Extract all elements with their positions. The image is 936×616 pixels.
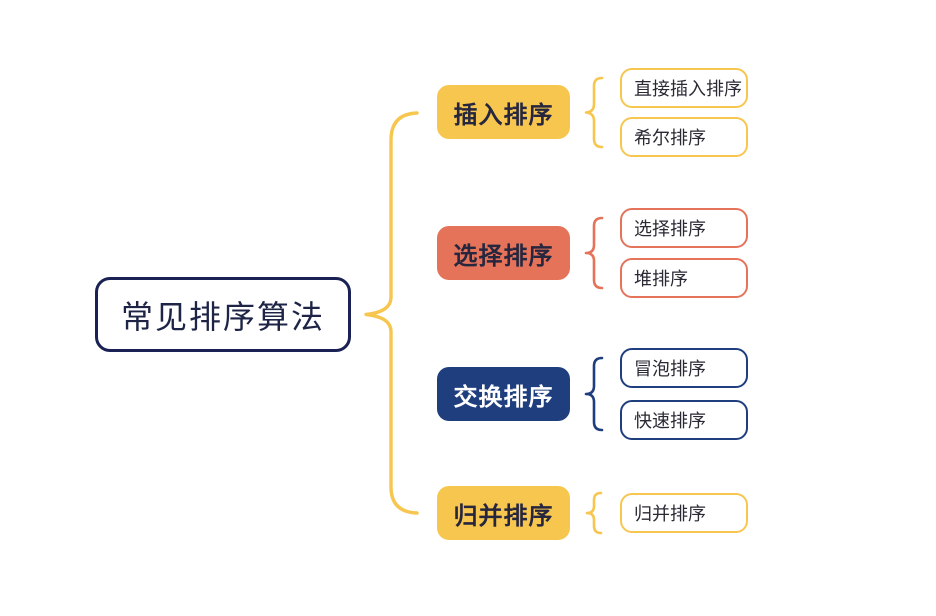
branch-label: 插入排序 — [453, 101, 554, 129]
leaf-node-bubble-sort[interactable]: 冒泡排序 — [620, 348, 748, 388]
leaf-label: 归并排序 — [634, 504, 706, 524]
branch-label: 归并排序 — [453, 502, 554, 530]
leaf-label: 快速排序 — [634, 411, 706, 431]
branch-label: 选择排序 — [453, 242, 554, 270]
branch-brace-selection-sort — [584, 216, 604, 290]
leaf-label: 希尔排序 — [634, 128, 706, 148]
leaf-label: 冒泡排序 — [634, 359, 706, 379]
root-node-common-sorting-algorithms[interactable]: 常见排序算法 — [95, 277, 351, 352]
branch-brace-exchange-sort — [584, 356, 604, 432]
leaf-node-merge-sort[interactable]: 归并排序 — [620, 493, 748, 533]
branch-node-selection-sort[interactable]: 选择排序 — [437, 226, 570, 280]
root-label: 常见排序算法 — [120, 298, 325, 335]
leaf-node-quick-sort[interactable]: 快速排序 — [620, 400, 748, 440]
leaf-node-selection-sort[interactable]: 选择排序 — [620, 208, 748, 248]
branch-node-merge-sort[interactable]: 归并排序 — [437, 486, 570, 540]
leaf-node-heap-sort[interactable]: 堆排序 — [620, 258, 748, 298]
leaf-node-shell-sort[interactable]: 希尔排序 — [620, 117, 748, 157]
branch-brace-merge-sort — [585, 491, 603, 535]
root-brace — [364, 111, 419, 515]
branch-node-insertion-sort[interactable]: 插入排序 — [437, 85, 570, 139]
leaf-node-direct-insertion-sort[interactable]: 直接插入排序 — [620, 68, 748, 108]
branch-brace-insertion-sort — [584, 76, 604, 149]
leaf-label: 直接插入排序 — [634, 79, 742, 99]
branch-node-exchange-sort[interactable]: 交换排序 — [437, 367, 570, 421]
branch-label: 交换排序 — [453, 383, 554, 411]
leaf-label: 堆排序 — [634, 269, 688, 289]
leaf-label: 选择排序 — [634, 219, 706, 239]
